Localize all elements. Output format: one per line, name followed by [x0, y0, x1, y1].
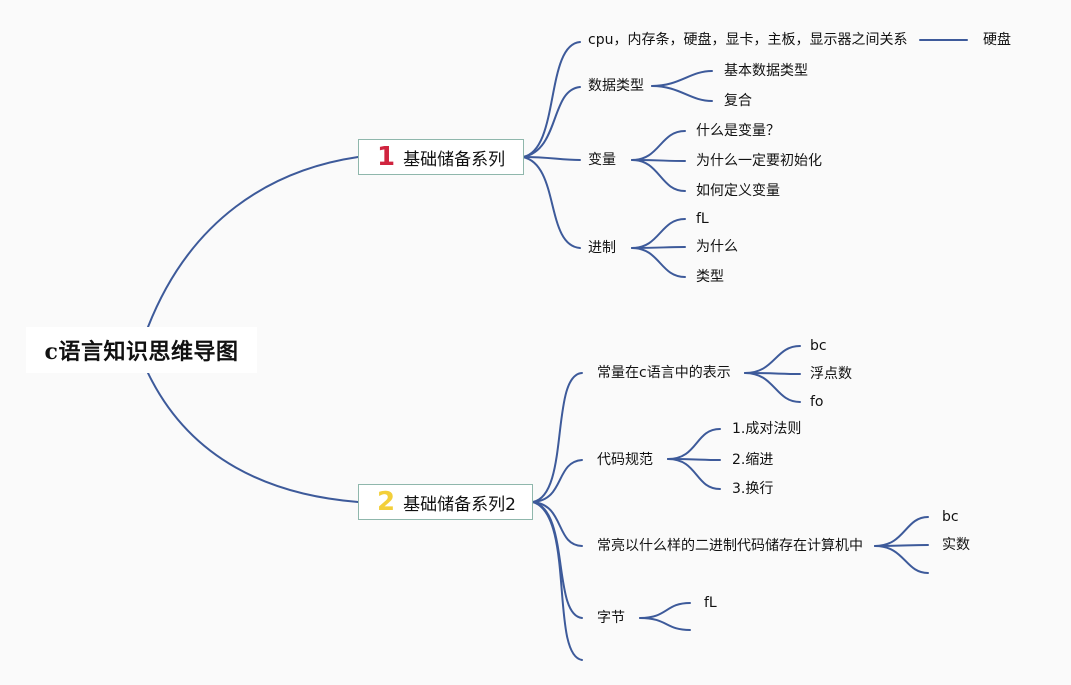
- link-radix-c2: [631, 246, 686, 249]
- variable-child-3[interactable]: 如何定义变量: [696, 183, 780, 199]
- topic-byte[interactable]: 字节: [597, 610, 625, 626]
- storage-child-1[interactable]: bc: [942, 509, 959, 525]
- number-one-badge-icon: 1: [377, 142, 396, 172]
- link-variable-c1: [631, 130, 686, 161]
- style-child-1[interactable]: 1.成对法则: [732, 421, 802, 437]
- link-datatype-c1: [651, 70, 713, 87]
- number-two-badge-icon: 2: [377, 487, 396, 517]
- link-style-c3: [667, 458, 721, 490]
- radix-child-1[interactable]: fL: [696, 211, 709, 227]
- link-storage-c1: [874, 516, 929, 547]
- variable-child-2[interactable]: 为什么一定要初始化: [696, 153, 822, 169]
- link-b2-style: [532, 459, 583, 503]
- link-root-branch1: [147, 156, 359, 328]
- storage-child-2[interactable]: 实数: [942, 537, 970, 553]
- topic-datatype[interactable]: 数据类型: [588, 78, 644, 94]
- link-b2-constant: [532, 372, 583, 503]
- topic-hardware[interactable]: cpu，内存条，硬盘，显卡，主板，显示器之间关系: [588, 32, 908, 48]
- link-variable-c3: [631, 159, 686, 192]
- link-storage-c3: [874, 545, 929, 574]
- link-byte-c1: [639, 602, 691, 619]
- constant-child-1[interactable]: bc: [810, 338, 827, 354]
- topic-variable[interactable]: 变量: [588, 152, 616, 168]
- link-b1-hardware: [522, 41, 581, 158]
- link-byte-c2: [639, 617, 691, 631]
- link-radix-c1: [631, 218, 686, 249]
- link-constant-c3: [744, 372, 801, 403]
- radix-child-3[interactable]: 类型: [696, 269, 724, 285]
- link-constant-c1: [744, 345, 801, 374]
- root-label: c语言知识思维导图: [44, 339, 239, 365]
- branch2-node[interactable]: 2 基础储备系列2: [358, 484, 533, 520]
- topic-storage[interactable]: 常亮以什么样的二进制代码储存在计算机中: [597, 538, 863, 554]
- constant-child-2[interactable]: 浮点数: [810, 366, 852, 382]
- datatype-child-2[interactable]: 复合: [724, 93, 752, 109]
- branch1-label: 基础储备系列: [403, 149, 506, 170]
- radix-child-2[interactable]: 为什么: [696, 239, 738, 255]
- topic-radix[interactable]: 进制: [588, 240, 616, 256]
- link-b1-radix: [522, 156, 581, 249]
- link-b2-storage: [532, 501, 583, 547]
- variable-child-1[interactable]: 什么是变量？: [696, 123, 780, 139]
- link-radix-c3: [631, 247, 686, 278]
- link-root-branch2: [147, 372, 359, 503]
- link-b2-extra: [532, 501, 583, 661]
- link-datatype-c2: [651, 85, 713, 102]
- datatype-child-1[interactable]: 基本数据类型: [724, 63, 808, 79]
- branch1-node[interactable]: 1 基础储备系列: [358, 139, 524, 175]
- topic-hardware-child[interactable]: 硬盘: [983, 32, 1011, 48]
- style-child-3[interactable]: 3.换行: [732, 481, 774, 497]
- topic-constant[interactable]: 常量在c语言中的表示: [597, 365, 731, 381]
- link-b1-datatype: [522, 86, 581, 158]
- link-style-c1: [667, 428, 721, 460]
- branch2-label: 基础储备系列2: [403, 494, 516, 515]
- byte-child-1[interactable]: fL: [704, 595, 717, 611]
- constant-child-3[interactable]: fo: [810, 394, 824, 410]
- style-child-2[interactable]: 2.缩进: [732, 452, 774, 468]
- root-node[interactable]: c语言知识思维导图: [26, 327, 257, 373]
- topic-style[interactable]: 代码规范: [597, 452, 653, 468]
- link-b1-variable: [522, 156, 581, 161]
